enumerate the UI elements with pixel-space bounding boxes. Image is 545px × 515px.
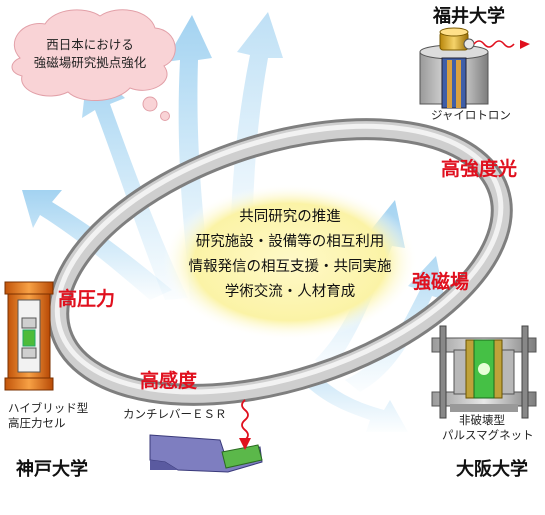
- label-pressure-cell-line-2: 高圧力セル: [8, 416, 66, 430]
- cooperation-ring: [47, 118, 513, 406]
- center-highlight: [162, 184, 418, 340]
- university-osaka: 大阪大学: [456, 459, 528, 480]
- theme-high-intensity-light: 高強度光: [441, 158, 518, 180]
- thought-cloud: [11, 9, 176, 121]
- university-fukui: 福井大学: [433, 6, 505, 27]
- pressure-cell-illustration: [4, 281, 54, 391]
- center-line-4: 学術交流・人材育成: [224, 284, 356, 300]
- label-pressure-cell-line-1: ハイブリッド型: [8, 401, 89, 415]
- cloud-line-2: 強磁場研究拠点強化: [33, 55, 147, 70]
- gyrotron-illustration: [419, 27, 530, 109]
- theme-high-magnetic-field: 強磁場: [412, 271, 470, 293]
- center-line-2: 研究施設・設備等の相互利用: [195, 234, 385, 250]
- cantilever-esr-illustration: [149, 399, 263, 473]
- theme-high-pressure: 高圧力: [58, 288, 116, 310]
- label-pulse-magnet: 非破壊型 パルスマグネット: [442, 413, 534, 443]
- label-pulse-magnet-line-2: パルスマグネット: [442, 428, 534, 442]
- cloud-line-1: 西日本における: [46, 37, 134, 52]
- label-pressure-cell: ハイブリッド型 高圧力セル: [8, 401, 88, 431]
- label-pulse-magnet-line-1: 非破壊型: [459, 413, 505, 427]
- center-text: 共同研究の推進 研究施設・設備等の相互利用 情報発信の相互支援・共同実施 学術交…: [170, 205, 410, 305]
- cloud-text: 西日本における 強磁場研究拠点強化: [32, 36, 148, 72]
- pulse-magnet-illustration: [431, 325, 537, 419]
- university-kobe: 神戸大学: [16, 459, 88, 480]
- center-line-3: 情報発信の相互支援・共同実施: [188, 259, 392, 275]
- label-gyrotron: ジャイロトロン: [431, 108, 511, 122]
- center-line-1: 共同研究の推進: [239, 209, 341, 225]
- theme-high-sensitivity: 高感度: [140, 370, 198, 392]
- label-cantilever-esr: カンチレバーＥＳＲ: [123, 407, 227, 421]
